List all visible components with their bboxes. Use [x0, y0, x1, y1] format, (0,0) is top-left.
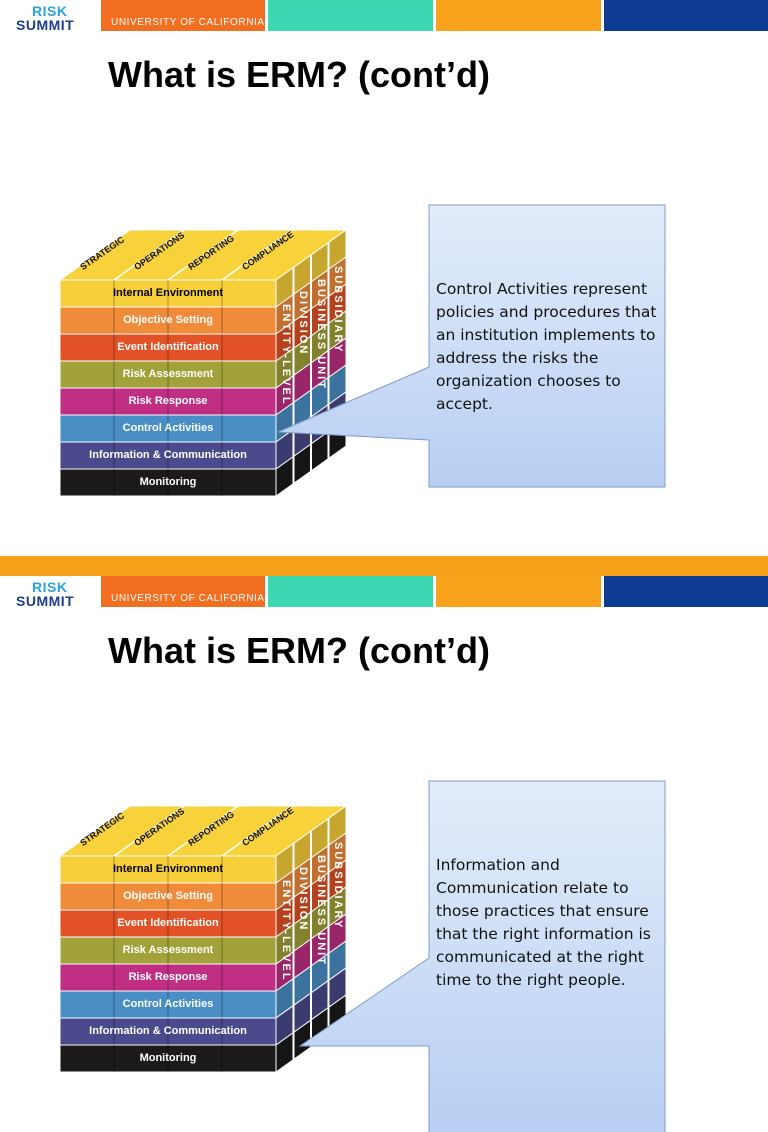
cube-top-divider — [167, 805, 239, 857]
teal-band — [268, 0, 433, 31]
cube-front-row — [59, 909, 277, 938]
cube-front-row — [59, 387, 277, 416]
cube-row-label: Control Activities — [122, 422, 214, 434]
callout-text: Information and Communication relate to … — [436, 856, 651, 989]
cube-top-divider — [167, 229, 239, 281]
cube-top-divider — [113, 229, 185, 281]
cube-row-label: Risk Response — [128, 971, 208, 983]
cube-front-row — [59, 333, 277, 362]
risk-summit-logo: RISK SUMMIT — [16, 3, 75, 33]
cube-front-row — [59, 414, 277, 443]
page-title: What is ERM? (cont’d) — [108, 630, 490, 671]
page-title: What is ERM? (cont’d) — [108, 54, 490, 95]
cube-graphic — [58, 805, 348, 1073]
cube-graphic — [58, 229, 348, 497]
cube-front-row — [59, 990, 277, 1019]
cube-front-row — [59, 936, 277, 965]
cube-row-label: Risk Assessment — [122, 368, 214, 380]
risk-summit-logo: RISK SUMMIT — [16, 579, 75, 609]
university-band: UNIVERSITY OF CALIFORNIA — [101, 576, 265, 607]
slide-1: RISK SUMMIT UNIVERSITY OF CALIFORNIA Wha… — [0, 0, 768, 556]
cube-row-label: Event Identification — [117, 917, 219, 929]
cube-top-divider — [113, 805, 185, 857]
cube-row-label: Internal Environment — [112, 287, 224, 299]
cube-front-row — [59, 360, 277, 389]
cube-row-label: Objective Setting — [123, 890, 213, 902]
cube-front-row — [59, 855, 277, 884]
cube-row-label: Internal Environment — [112, 863, 224, 875]
orange-band — [436, 0, 601, 31]
cube-row-label: Risk Response — [128, 395, 208, 407]
header: RISK SUMMIT UNIVERSITY OF CALIFORNIA — [0, 576, 768, 609]
cube-front-row — [59, 468, 277, 497]
cube-top-divider — [221, 229, 293, 281]
callout-bubble — [277, 204, 666, 488]
cube-row-label: Objective Setting — [123, 314, 213, 326]
orange-band — [436, 576, 601, 607]
blue-band — [604, 576, 768, 607]
slide-2: RISK SUMMIT UNIVERSITY OF CALIFORNIA Wha… — [0, 576, 768, 1132]
cube-front-row — [59, 882, 277, 911]
cube-row-label: Risk Assessment — [122, 944, 214, 956]
university-band: UNIVERSITY OF CALIFORNIA — [101, 0, 265, 31]
slide-separator — [0, 556, 768, 576]
cube-row-label: Event Identification — [117, 341, 219, 353]
header: RISK SUMMIT UNIVERSITY OF CALIFORNIA — [0, 0, 768, 33]
cube-top-divider — [221, 805, 293, 857]
cube-front-row — [59, 441, 277, 470]
blue-band — [604, 0, 768, 31]
cube-row-label: Monitoring — [139, 476, 197, 488]
teal-band — [268, 576, 433, 607]
callout-text: Control Activities represent policies an… — [436, 280, 657, 413]
cube-front-row — [59, 306, 277, 335]
cube-row-label: Control Activities — [122, 998, 214, 1010]
cube-row-label: Information & Communication — [89, 449, 247, 461]
